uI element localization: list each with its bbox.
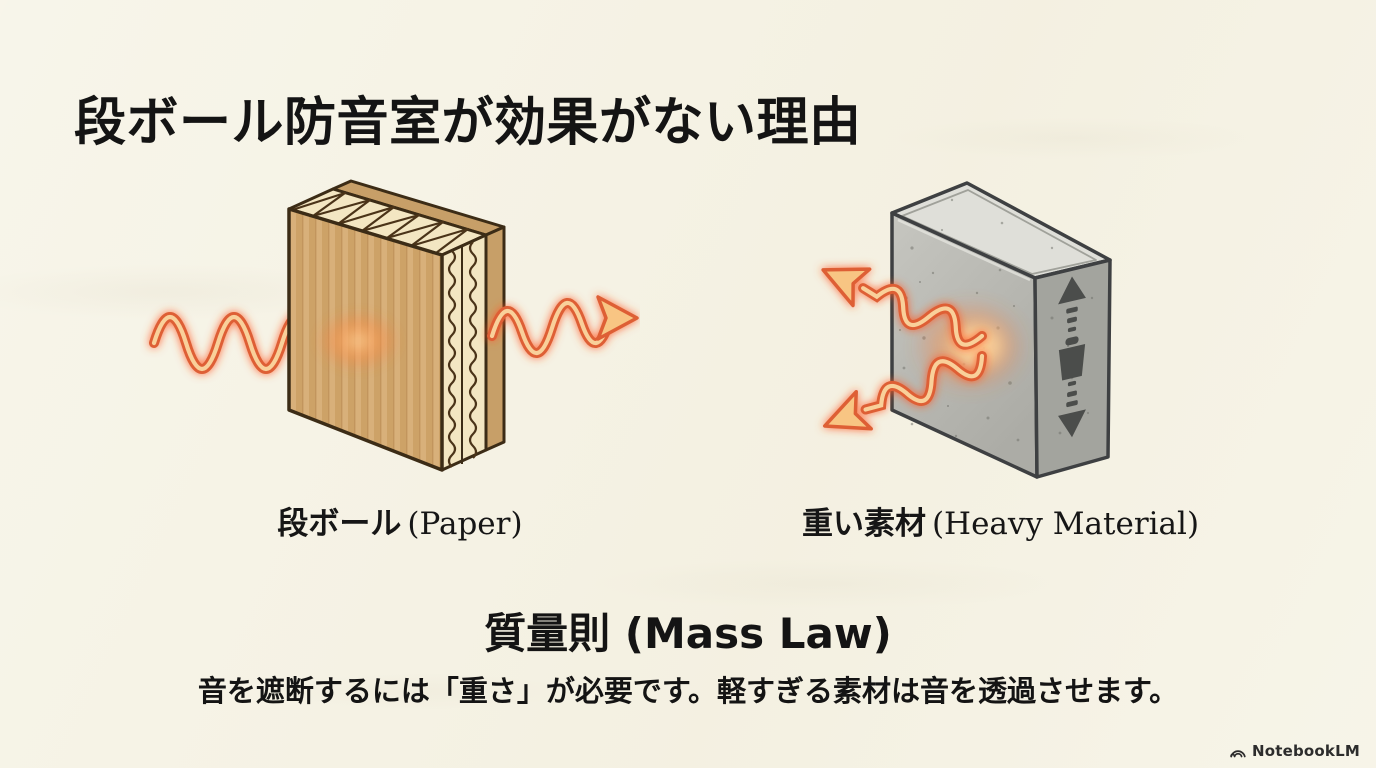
cardboard-label-en: (Paper) [407,506,523,542]
heavy-material-label-en: (Heavy Material) [931,506,1200,542]
weight-icon [1058,276,1086,438]
notebooklm-logo-icon [1230,750,1246,758]
wave-entry-glow [316,311,400,371]
cardboard-wave-illustration [149,179,639,472]
cardboard-figure [140,178,640,493]
brand-text: NotebookLM [1251,742,1360,760]
page-title: 段ボール防音室が効果がない理由 [74,93,862,153]
mass-law-heading: 質量則 (Mass Law) [484,609,892,658]
wave-arrowhead-icon [596,295,639,341]
heavy-block-wave-illustration [821,181,1112,479]
notebooklm-watermark: NotebookLM [1229,742,1360,760]
cardboard-label-jp: 段ボール [277,506,402,542]
cardboard-label: 段ボール(Paper) [140,498,660,543]
reflected-wave-up-icon [821,267,987,350]
mass-law-description: 音を遮断するには「重さ」が必要です。軽すぎる素材は音を透過させます。 [197,674,1179,708]
heavy-material-label: 重い素材(Heavy Material) [748,498,1253,543]
reflected-wave-down-icon [823,351,987,431]
heavy-block-figure [752,178,1182,498]
heavy-material-label-jp: 重い素材 [801,506,926,542]
wave-impact-glow-core [954,326,1002,366]
sound-wave-outgoing-icon [487,295,639,358]
